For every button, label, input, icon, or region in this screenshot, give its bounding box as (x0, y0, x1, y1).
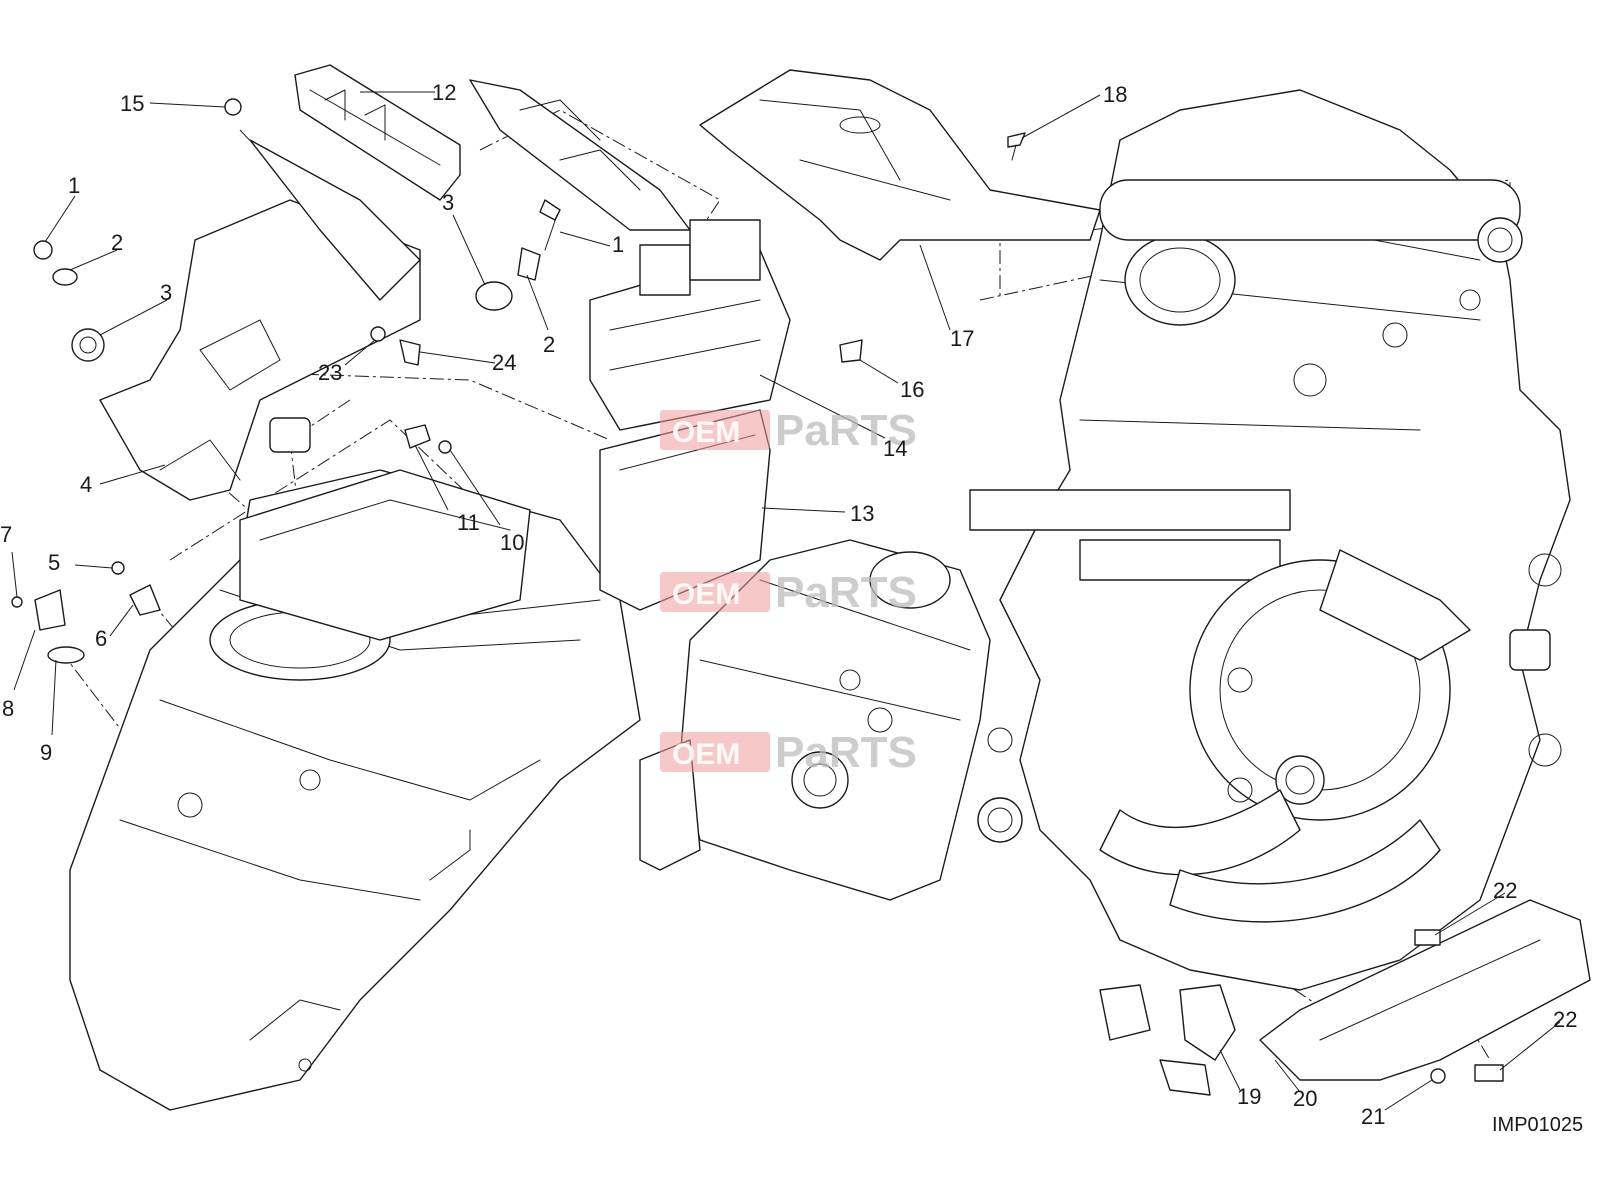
watermark-parts: PaRTS (775, 406, 917, 455)
ecu-unit (589, 219, 791, 431)
heat-shield (699, 69, 1101, 261)
callout-5: 5 (48, 550, 60, 575)
callout-21: 21 (1361, 1104, 1385, 1129)
engine-assembly (969, 89, 1571, 991)
small-hardware (11, 98, 1591, 1096)
watermark-brand: OEM (672, 738, 740, 771)
callout-8: 8 (2, 696, 14, 721)
callout-12: 12 (432, 80, 456, 105)
callout-labels: 1 2 3 4 5 6 7 8 9 10 11 12 13 14 15 16 1… (0, 80, 1577, 1129)
front-cylinder-head (639, 539, 1023, 901)
watermark-brand: OEM (672, 416, 740, 449)
callout-20: 20 (1293, 1086, 1317, 1111)
callout-17: 17 (950, 326, 974, 351)
watermark-middle: OEM PaRTS (660, 568, 917, 617)
callout-7: 7 (0, 522, 12, 547)
callout-10: 10 (500, 530, 524, 555)
drawing-code: IMP01025 (1492, 1114, 1583, 1136)
callout-13: 13 (850, 501, 874, 526)
watermark-top: OEM PaRTS (660, 406, 917, 455)
callout-1: 1 (612, 232, 624, 257)
callout-3: 3 (442, 190, 454, 215)
watermark-parts: PaRTS (775, 568, 917, 617)
callout-2: 2 (111, 230, 123, 255)
callout-9: 9 (40, 740, 52, 765)
top-cover-bracket (294, 64, 461, 201)
callout-6: 6 (95, 626, 107, 651)
callout-24: 24 (492, 350, 516, 375)
watermark-parts: PaRTS (775, 728, 917, 777)
callout-22: 22 (1493, 878, 1517, 903)
side-cover-bracket (99, 139, 421, 501)
callout-2: 2 (543, 332, 555, 357)
callout-22: 22 (1553, 1007, 1577, 1032)
leader-lines (11, 91, 1561, 1111)
watermark-brand: OEM (672, 578, 740, 611)
callout-11: 11 (457, 510, 480, 535)
watermark-bottom: OEM PaRTS (660, 728, 917, 777)
callout-19: 19 (1237, 1084, 1261, 1109)
callout-3: 3 (160, 280, 172, 305)
airbox-tray (69, 469, 641, 1111)
callout-14: 14 (883, 436, 907, 461)
callout-1: 1 (68, 173, 80, 198)
callout-15: 15 (120, 91, 144, 116)
callout-16: 16 (900, 377, 924, 402)
relay-connector-block (469, 79, 691, 231)
callout-4: 4 (80, 472, 92, 497)
callout-18: 18 (1103, 82, 1127, 107)
callout-23: 23 (318, 360, 342, 385)
